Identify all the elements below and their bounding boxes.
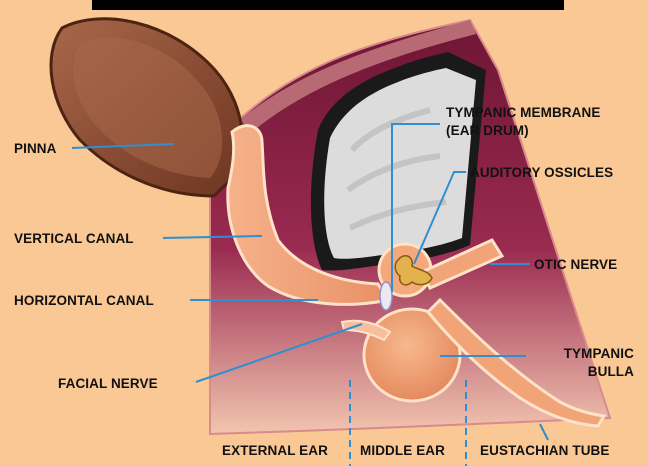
label-vertical-canal: VERTICAL CANAL	[14, 231, 134, 246]
label-horizontal-canal: HORIZONTAL CANAL	[14, 293, 154, 308]
label-auditory-ossicles: AUDITORY OSSICLES	[470, 165, 613, 180]
label-middle-ear: MIDDLE EAR	[360, 443, 445, 458]
label-tympanic-bulla-line2: BULLA	[588, 364, 634, 379]
tympanic-membrane-shape	[380, 282, 392, 310]
label-external-ear: EXTERNAL EAR	[222, 443, 328, 458]
label-tympanic-membrane-line1: TYMPANIC MEMBRANE	[446, 105, 600, 120]
title-bar	[92, 0, 564, 10]
label-facial-nerve: FACIAL NERVE	[58, 376, 158, 391]
label-pinna: PINNA	[14, 141, 57, 156]
label-tympanic-membrane-line2: (EAR DRUM)	[446, 123, 529, 138]
eustachian-tube-leader	[540, 424, 548, 440]
label-tympanic-bulla-line1: TYMPANIC	[564, 346, 634, 361]
label-eustachian-tube: EUSTACHIAN TUBE	[480, 443, 610, 458]
label-otic-nerve: OTIC NERVE	[534, 257, 617, 272]
